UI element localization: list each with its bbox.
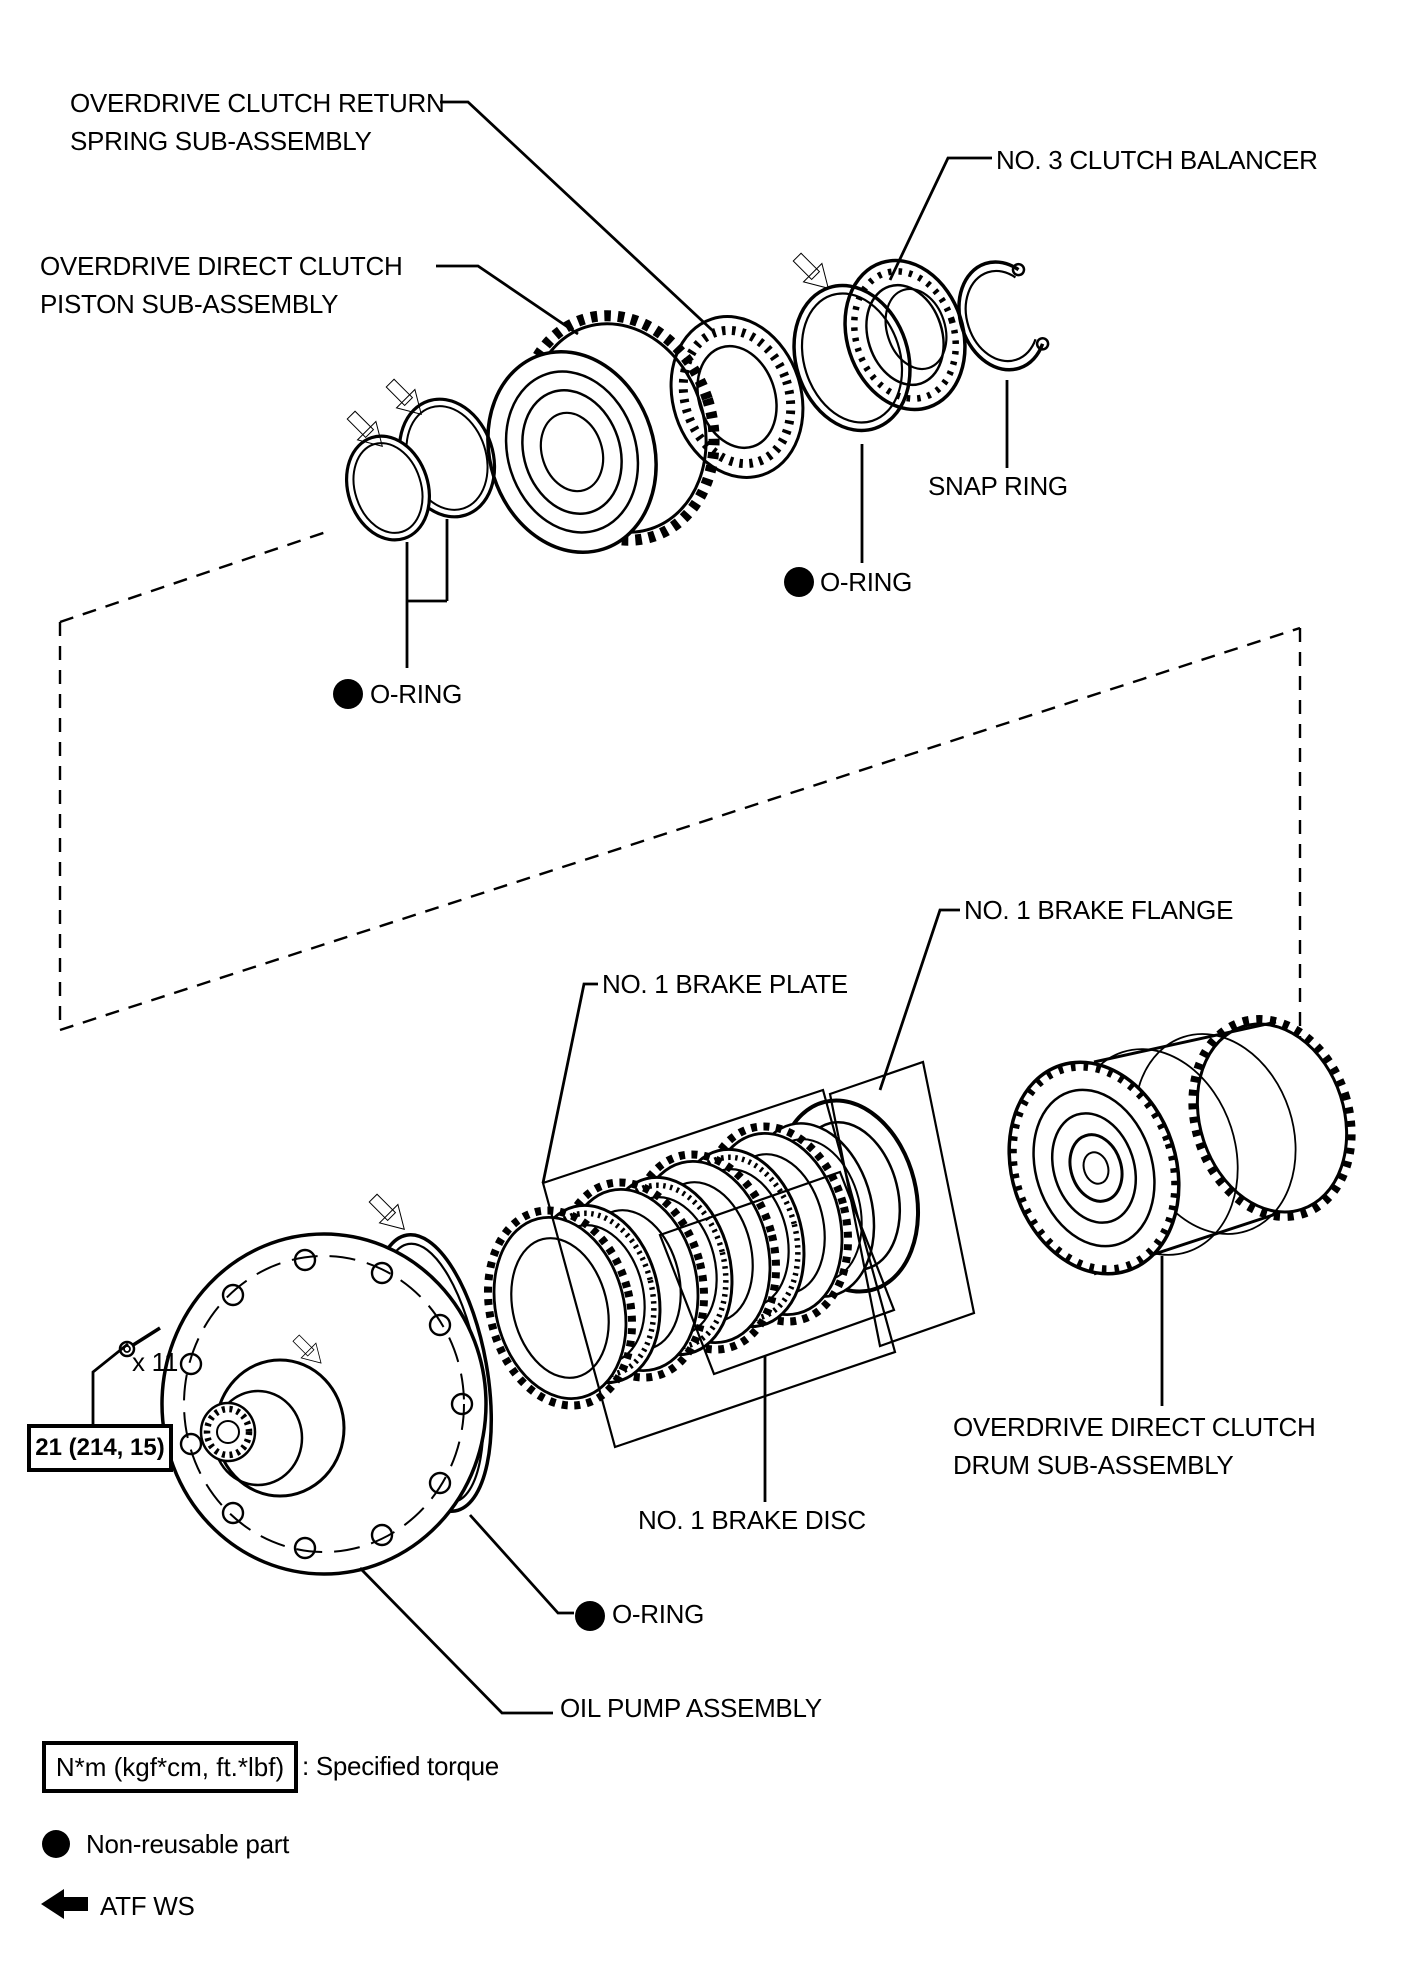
label-brake-disc: NO. 1 BRAKE DISC [638,1505,866,1535]
atf-arrow-icon [363,1188,414,1239]
brake-plate-drawing [483,1206,637,1410]
label-snap-ring: SNAP RING [928,471,1068,501]
brake-flange-group-box [828,1060,976,1348]
oil-pump-drawing [160,1232,488,1576]
label-clutch-balancer: NO. 3 CLUTCH BALANCER [996,145,1318,175]
label-o-ring-upper-left: O-RING [370,679,463,709]
drum-drawing [1007,1015,1356,1276]
non-reusable-bullet-icon [784,567,814,597]
label-return-spring: OVERDRIVE CLUTCH RETURN SPRING SUB-ASSEM… [70,84,445,160]
label-brake-flange: NO. 1 BRAKE FLANGE [964,895,1234,925]
non-reusable-bullet-icon [42,1830,70,1858]
label-return-spring-line2: SPRING SUB-ASSEMBLY [70,126,372,156]
label-o-ring-lower: O-RING [612,1599,705,1629]
non-reusable-bullet-icon [333,679,363,709]
projection-plane-dashed-box [58,528,1302,1085]
label-drum-line2: DRUM SUB-ASSEMBLY [953,1450,1234,1480]
label-piston: OVERDRIVE DIRECT CLUTCH PISTON SUB-ASSEM… [40,247,403,323]
label-piston-line2: PISTON SUB-ASSEMBLY [40,289,339,319]
label-return-spring-line1: OVERDRIVE CLUTCH RETURN [70,88,445,118]
label-bolt-count: x 11 [132,1347,179,1377]
label-drum-line1: OVERDRIVE DIRECT CLUTCH [953,1412,1316,1442]
legend-torque-units: N*m (kgf*cm, ft.*lbf) [55,1751,285,1782]
non-reusable-bullet-icon [575,1601,605,1631]
legend-non-reusable: Non-reusable part [86,1829,290,1859]
piston-drawing [486,310,720,555]
atf-arrow-icon [41,1889,88,1919]
legend-atf-type: ATF WS [100,1891,195,1921]
label-piston-line1: OVERDRIVE DIRECT CLUTCH [40,251,403,281]
label-brake-plate: NO. 1 BRAKE PLATE [602,969,848,999]
brake-plate-group-box [541,1088,897,1449]
label-drum: OVERDRIVE DIRECT CLUTCH DRUM SUB-ASSEMBL… [953,1408,1316,1484]
torque-spec-value: 21 (214, 15) [35,1434,165,1461]
leader-lines-top [405,100,1009,668]
o-ring-small-front-drawing [344,434,432,542]
legend-torque-units-box: N*m (kgf*cm, ft.*lbf) [42,1741,298,1793]
atf-arrow-icon [380,373,431,424]
clutch-balancer-drawing [843,258,967,412]
leader-lines-bottom [91,908,1164,1715]
brake-disc-group-box [658,1170,896,1376]
torque-spec-box: 21 (214, 15) [27,1424,173,1472]
legend-torque-meaning: : Specified torque [302,1751,499,1781]
atf-arrow-icon [787,247,838,298]
label-oil-pump: OIL PUMP ASSEMBLY [560,1693,822,1723]
label-o-ring-upper-right: O-RING [820,567,913,597]
